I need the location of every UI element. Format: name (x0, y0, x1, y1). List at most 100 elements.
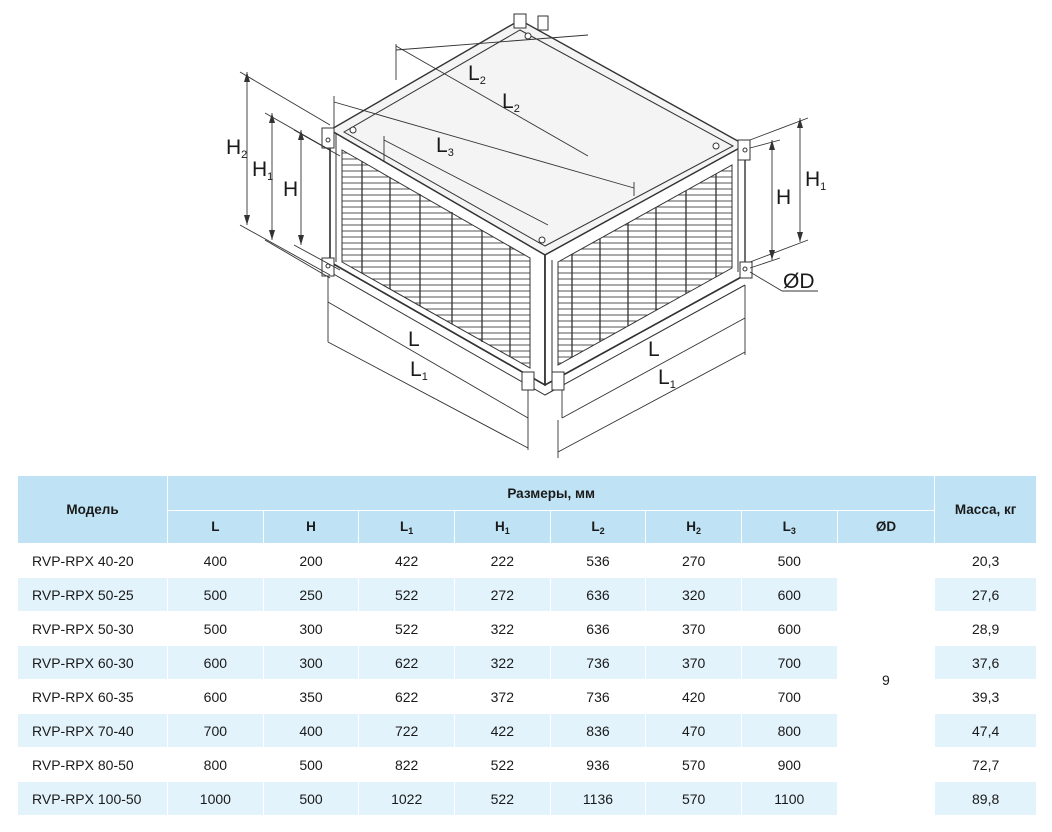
cell-L3: 600 (741, 578, 837, 611)
table-row: RVP-RPX 60-35 600 350 622 372 736 420 70… (18, 680, 1036, 713)
cell-H: 500 (263, 748, 359, 781)
cell-H: 300 (263, 646, 359, 679)
cell-L3: 500 (741, 544, 837, 577)
cell-H2: 370 (646, 646, 741, 679)
dim-label-H1: H1 (252, 158, 273, 183)
cell-L1: 1022 (359, 782, 454, 815)
cell-L: 1000 (168, 782, 263, 815)
cell-H: 500 (263, 782, 359, 815)
cell-H1: 222 (455, 544, 550, 577)
cell-H2: 270 (646, 544, 741, 577)
cell-OD-merged: 9 (837, 544, 935, 815)
cell-H: 400 (263, 714, 359, 747)
cell-H1: 522 (455, 748, 550, 781)
cell-H: 200 (263, 544, 359, 577)
dimension-lines (239, 34, 818, 458)
header-col-L: L (168, 511, 263, 543)
cell-L1: 622 (359, 680, 454, 713)
cell-model: RVP-RPX 60-35 (18, 680, 168, 713)
cell-H: 350 (263, 680, 359, 713)
cell-L: 600 (168, 646, 263, 679)
header-col-OD: ØD (837, 511, 935, 543)
cell-model: RVP-RPX 70-40 (18, 714, 168, 747)
right-grille (557, 164, 733, 366)
cell-mass: 39,3 (935, 680, 1036, 713)
cell-model: RVP-RPX 80-50 (18, 748, 168, 781)
table-row: RVP-RPX 80-50 800 500 822 522 936 570 90… (18, 748, 1036, 781)
cell-mass: 27,6 (935, 578, 1036, 611)
dimensions-table: Модель Размеры, мм Масса, кг L H L1 H1 L… (17, 475, 1037, 816)
cell-mass: 89,8 (935, 782, 1036, 815)
cell-L: 700 (168, 714, 263, 747)
header-col-H2: H2 (646, 511, 741, 543)
dimension-arrows (244, 72, 803, 260)
table-row: RVP-RPX 70-40 700 400 722 422 836 470 80… (18, 714, 1036, 747)
cell-L2: 636 (550, 578, 646, 611)
cell-L1: 422 (359, 544, 454, 577)
cell-mass: 28,9 (935, 612, 1036, 645)
dim-label-L1-left: L1 (410, 358, 428, 383)
cell-H2: 570 (646, 748, 741, 781)
cell-model: RVP-RPX 100-50 (18, 782, 168, 815)
cell-H1: 272 (455, 578, 550, 611)
dim-label-H2: H2 (226, 136, 247, 161)
cell-L3: 1100 (741, 782, 837, 815)
dim-label-L2-upper: L2 (468, 62, 486, 87)
table-row: RVP-RPX 50-25 500 250 522 272 636 320 60… (18, 578, 1036, 611)
header-col-H: H (263, 511, 359, 543)
table-row: RVP-RPX 60-30 600 300 622 322 736 370 70… (18, 646, 1036, 679)
table-row: RVP-RPX 50-30 500 300 522 322 636 370 60… (18, 612, 1036, 645)
technical-drawing: L2 L2 L3 H2 H1 H L L1 L L1 H H1 ØD (226, 13, 826, 458)
header-col-L1: L1 (359, 511, 454, 543)
dim-label-H1-right: H1 (805, 168, 826, 193)
cell-L3: 700 (741, 646, 837, 679)
header-dimensions: Размеры, мм (168, 476, 935, 510)
dim-label-L1-right: L1 (658, 366, 676, 391)
cell-L: 500 (168, 612, 263, 645)
cell-H2: 320 (646, 578, 741, 611)
cell-model: RVP-RPX 40-20 (18, 544, 168, 577)
cell-H1: 522 (455, 782, 550, 815)
cell-mass: 37,6 (935, 646, 1036, 679)
dim-label-L-left: L (408, 328, 420, 351)
header-col-L2: L2 (550, 511, 646, 543)
cell-L3: 700 (741, 680, 837, 713)
cell-L1: 522 (359, 578, 454, 611)
cell-H: 300 (263, 612, 359, 645)
header-col-H1: H1 (455, 511, 550, 543)
cell-L2: 836 (550, 714, 646, 747)
header-mass: Масса, кг (935, 476, 1036, 543)
cell-H1: 372 (455, 680, 550, 713)
cell-L2: 1136 (550, 782, 646, 815)
dim-label-L-right: L (648, 338, 660, 361)
cell-L: 600 (168, 680, 263, 713)
cell-L3: 900 (741, 748, 837, 781)
cell-L1: 622 (359, 646, 454, 679)
dim-label-H: H (283, 178, 298, 201)
cell-H2: 370 (646, 612, 741, 645)
cell-mass: 72,7 (935, 748, 1036, 781)
left-grille-ribs (361, 161, 511, 357)
cell-H2: 570 (646, 782, 741, 815)
cell-H1: 322 (455, 612, 550, 645)
dim-label-L2-lower: L2 (502, 90, 520, 115)
cell-L: 800 (168, 748, 263, 781)
cell-L: 400 (168, 544, 263, 577)
cell-model: RVP-RPX 50-30 (18, 612, 168, 645)
cell-mass: 20,3 (935, 544, 1036, 577)
right-grille-ribs (571, 174, 717, 357)
cell-model: RVP-RPX 50-25 (18, 578, 168, 611)
dim-label-L3: L3 (436, 134, 454, 159)
left-grille (341, 149, 531, 369)
cell-L2: 936 (550, 748, 646, 781)
table-row: RVP-RPX 100-50 1000 500 1022 522 1136 57… (18, 782, 1036, 815)
cell-model: RVP-RPX 60-30 (18, 646, 168, 679)
cell-mass: 47,4 (935, 714, 1036, 747)
cell-L1: 522 (359, 612, 454, 645)
cell-L2: 736 (550, 680, 646, 713)
cell-H2: 420 (646, 680, 741, 713)
cell-H: 250 (263, 578, 359, 611)
header-model: Модель (18, 476, 168, 543)
cell-H1: 422 (455, 714, 550, 747)
cell-L1: 722 (359, 714, 454, 747)
